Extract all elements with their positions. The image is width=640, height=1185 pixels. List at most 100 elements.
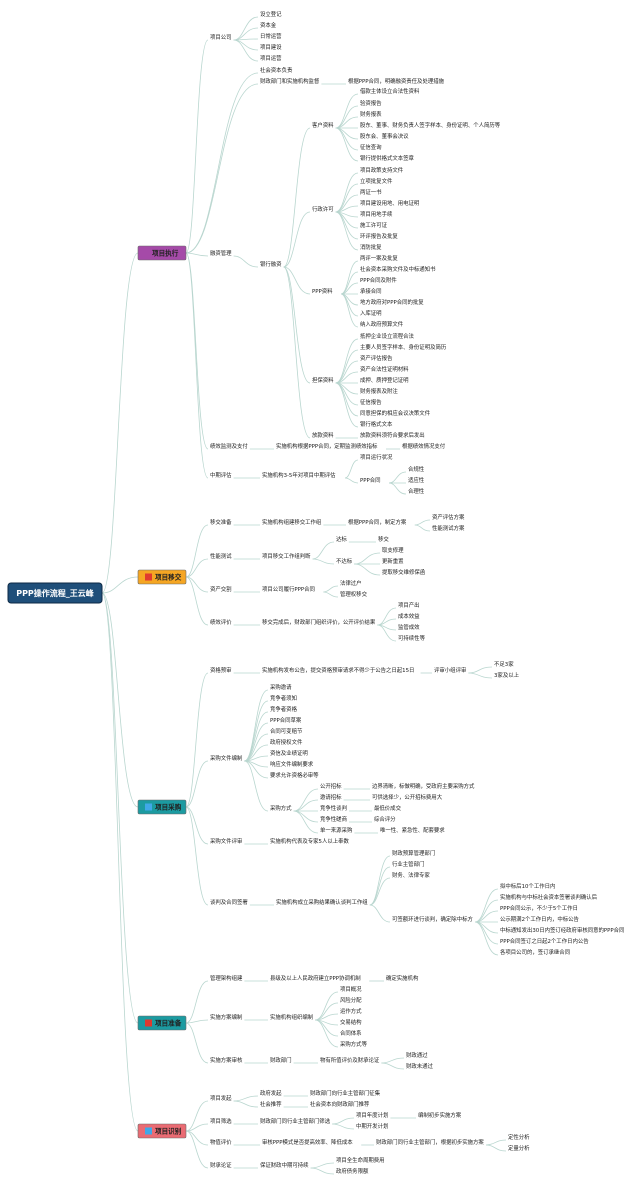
node-sh2b[interactable]: 财政未通过	[406, 1062, 434, 1070]
node-zy2a[interactable]: 不足3家	[494, 660, 514, 668]
node-ss1[interactable]: 实施机构组织编制	[270, 1013, 313, 1021]
node-k3[interactable]: 财务报表	[360, 110, 382, 118]
node-cg8[interactable]: 响应文件编制要求	[270, 760, 314, 768]
node-k[interactable]: 客户资料	[312, 121, 334, 129]
node-d9[interactable]: 银行格式文本	[360, 420, 393, 428]
node-p4[interactable]: 承接合同	[360, 287, 382, 295]
node-d8[interactable]: 同意担保的相应会议决策文件	[360, 409, 431, 417]
node-zq3a[interactable]: 合规性	[408, 465, 425, 473]
node-tp1c[interactable]: 财务、法律专家	[392, 871, 430, 879]
node-xn-db[interactable]: 达标	[336, 535, 347, 543]
node-zc1a[interactable]: 法律过户	[340, 579, 362, 587]
node-xn-bdb[interactable]: 不达标	[336, 557, 353, 565]
node-xn-bdb3[interactable]: 提取移交维修保函	[382, 568, 425, 576]
node-tp1[interactable]: 实施机构成立采购结果确认谈判工作组	[276, 898, 368, 906]
node-jp1c[interactable]: 监管成效	[398, 623, 420, 631]
node-d7[interactable]: 征信报告	[360, 398, 382, 406]
node-gl[interactable]: 管理架构组建	[210, 974, 243, 982]
branch-b2[interactable]: 项目移交	[137, 569, 187, 585]
node-k4[interactable]: 股东、董事、财务负责人签字样本、身份证明、个人简历等	[360, 121, 501, 129]
node-p2[interactable]: 社会资本采购文件及中标通知书	[360, 265, 436, 273]
node-ss1e[interactable]: 合同体系	[340, 1029, 362, 1037]
node-zy2[interactable]: 评审小组评审	[434, 666, 466, 674]
node-x4[interactable]: 项目建设用地、用电证明	[360, 199, 419, 207]
node-p1[interactable]: 两评一案及批复	[360, 254, 398, 262]
node-ss1b[interactable]: 风险分配	[340, 996, 362, 1004]
node-tp[interactable]: 谈判及合同签署	[210, 898, 248, 906]
node-d[interactable]: 担保资料	[312, 376, 334, 384]
node-sx2[interactable]: 编制初步实施方案	[418, 1111, 462, 1119]
node-zq3c[interactable]: 合理性	[408, 487, 425, 495]
node-zq2[interactable]: 项目运行状况	[360, 453, 393, 461]
node-fq1[interactable]: 政府发起	[260, 1089, 282, 1097]
node-d3[interactable]: 资产评估报告	[360, 354, 393, 362]
node-x6[interactable]: 施工许可证	[360, 221, 388, 229]
node-ss1c[interactable]: 运作方式	[340, 1007, 362, 1015]
node-jp1b[interactable]: 成本效益	[398, 612, 420, 620]
node-n1-3[interactable]: 日常运营	[260, 32, 282, 40]
node-tp2a[interactable]: 拟中标后10个工作日内	[500, 882, 555, 890]
node-ps[interactable]: 采购文件评审	[210, 837, 242, 845]
node-k2[interactable]: 验资报告	[360, 99, 382, 107]
node-zy[interactable]: 资格预审	[210, 666, 232, 674]
node-zq3b[interactable]: 适应性	[408, 476, 425, 484]
node-d1[interactable]: 抵押企业设立流程合法	[360, 332, 415, 340]
node-fs3[interactable]: 竞争性谈判	[320, 804, 347, 812]
node-x2[interactable]: 立项批复文件	[360, 177, 393, 185]
node-tp2d[interactable]: 公示期满2个工作日内，中标公告	[500, 915, 580, 923]
node-d2[interactable]: 主要人员签字样本、身份证明及简历	[360, 343, 447, 351]
root-node[interactable]: PPP操作流程_王云峰	[7, 582, 103, 604]
node-xn1[interactable]: 项目移交工作组判断	[262, 552, 311, 560]
node-n3-1[interactable]: 银行融资	[260, 260, 282, 268]
node-cz1a[interactable]: 项目全生命周期费用	[336, 1156, 385, 1164]
node-x3[interactable]: 两证一书	[360, 188, 382, 196]
node-sh[interactable]: 实施方案审核	[210, 1056, 243, 1064]
node-yj2a[interactable]: 资产评估方案	[432, 513, 465, 521]
node-fk1[interactable]: 放款资料须符合要求后发出	[360, 431, 425, 439]
node-d5[interactable]: 成押、质押登记证明	[360, 376, 409, 384]
node-x8[interactable]: 消防批复	[360, 243, 382, 251]
node-tp2[interactable]: 可签额环进行谈判，确定除中标方	[392, 915, 473, 923]
node-n2-a[interactable]: 社会资本负责	[260, 66, 293, 74]
node-zq[interactable]: 中期评估	[210, 471, 232, 479]
node-fq2[interactable]: 社会推荐	[260, 1100, 282, 1108]
node-fq2a[interactable]: 社会资本向财政部门推荐	[310, 1100, 370, 1108]
node-fs3a[interactable]: 最低价成交	[374, 804, 402, 812]
node-fs2[interactable]: 邀请招标	[320, 793, 342, 801]
node-cg3[interactable]: 竞争者资格	[270, 705, 298, 713]
node-jp[interactable]: 绩效评价	[210, 618, 232, 626]
node-k7[interactable]: 银行提供格式文本签章	[360, 154, 415, 162]
node-cg2[interactable]: 竞争者须知	[270, 694, 297, 702]
node-fs4[interactable]: 竞争性磋商	[320, 815, 348, 823]
node-n1-2[interactable]: 资本金	[260, 21, 277, 29]
node-sh1[interactable]: 财政部门	[270, 1056, 292, 1064]
node-k1[interactable]: 借款主体设立合法性资料	[360, 87, 420, 95]
node-jp1d[interactable]: 可持续性等	[398, 634, 426, 642]
node-jx[interactable]: 绩效监测及支付	[210, 442, 248, 450]
node-sh2a[interactable]: 财政通过	[406, 1051, 428, 1059]
node-d4[interactable]: 资产合法性证明材料	[360, 365, 409, 373]
node-n1-5[interactable]: 项目运营	[260, 54, 282, 62]
node-cz1b[interactable]: 政府债务限额	[336, 1167, 369, 1175]
node-wy2[interactable]: 财政部门同行业主管部门，根据初步实施方案	[376, 1138, 484, 1146]
node-p6[interactable]: 入库证明	[360, 309, 382, 317]
node-tp1a[interactable]: 财政预算管理部门	[392, 849, 435, 857]
node-p[interactable]: PPP资料	[312, 287, 333, 295]
node-xn[interactable]: 性能测试	[210, 552, 232, 560]
node-wy2b[interactable]: 定量分析	[508, 1144, 530, 1152]
branch-b5[interactable]: 项目识别	[137, 1123, 187, 1139]
node-wy[interactable]: 物值评价	[210, 1138, 232, 1146]
node-xn-bdb2[interactable]: 更新重置	[382, 557, 404, 565]
node-yj2[interactable]: 根据PPP合同，制定方案	[348, 518, 407, 526]
node-cg9[interactable]: 要求允许资格必审等	[270, 771, 319, 779]
branch-b4[interactable]: 项目准备	[137, 1015, 187, 1031]
node-d6[interactable]: 财务报表及附注	[360, 387, 398, 395]
node-jx1[interactable]: 实施机构根据PPP合同，定期监测绩效指标	[276, 442, 378, 450]
node-ss1d[interactable]: 交易结构	[340, 1018, 362, 1026]
node-fs[interactable]: 采购方式	[270, 804, 292, 812]
branch-b3[interactable]: 项目采购	[137, 799, 187, 815]
node-cz[interactable]: 财承论证	[210, 1161, 232, 1169]
node-zy2b[interactable]: 3家及以上	[494, 671, 520, 679]
node-jp1[interactable]: 移交完成后，财政部门组织评价，公开评价结果	[262, 618, 376, 626]
node-x7[interactable]: 环评报告及批复	[360, 232, 398, 240]
